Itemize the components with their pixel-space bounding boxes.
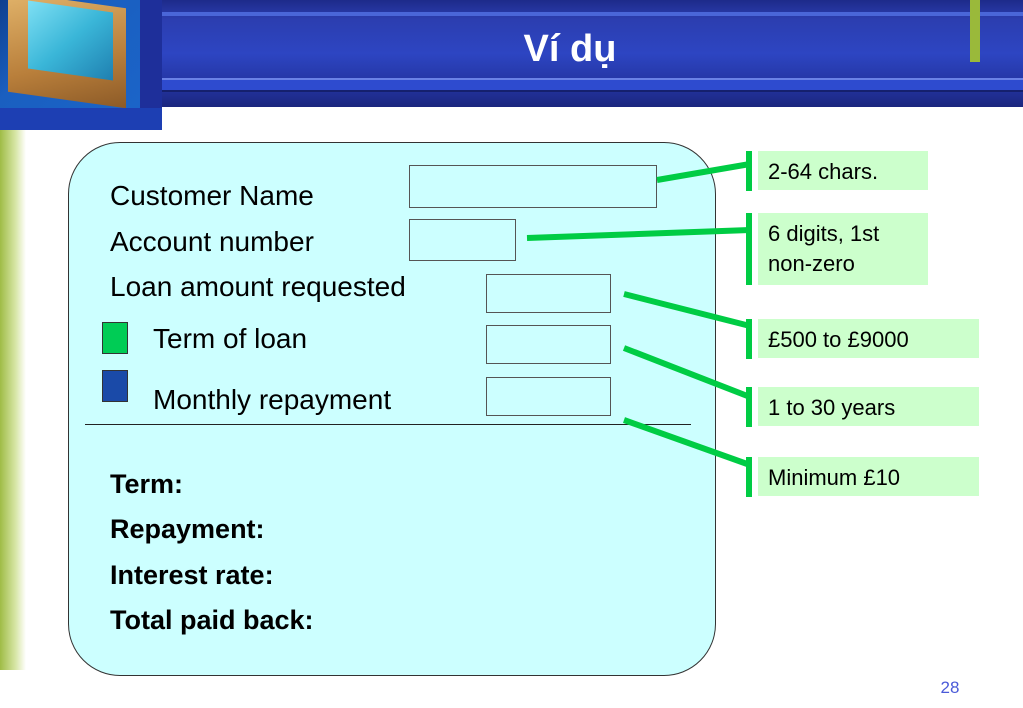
header-stripe — [162, 90, 1023, 92]
note-account-number: 6 digits, 1st non-zero — [758, 213, 928, 285]
note-repayment: Minimum £10 — [758, 457, 979, 496]
connector-line — [526, 227, 751, 241]
interest-rate-output-label: Interest rate: — [110, 560, 274, 590]
connector-line — [622, 417, 752, 468]
term-button[interactable] — [102, 322, 128, 354]
term-of-loan-label: Term of loan — [153, 323, 308, 354]
account-number-label: Account number — [110, 226, 314, 257]
customer-name-input[interactable] — [409, 165, 657, 208]
customer-name-label: Customer Name — [110, 180, 314, 211]
term-output-label: Term: — [110, 469, 184, 499]
computer-monitor-icon — [0, 0, 162, 130]
note-account-number-line2: non-zero — [768, 251, 855, 276]
connector-line — [656, 161, 751, 183]
loan-amount-input[interactable] — [486, 274, 611, 313]
account-number-input[interactable] — [409, 219, 516, 261]
connector-line — [623, 291, 751, 329]
note-accent-bar — [746, 387, 752, 427]
loan-amount-label: Loan amount requested — [110, 271, 406, 302]
monthly-repayment-input[interactable] — [486, 377, 611, 416]
note-accent-bar — [746, 213, 752, 285]
note-accent-bar — [746, 457, 752, 497]
header-accent-bar — [970, 0, 980, 62]
note-term: 1 to 30 years — [758, 387, 979, 426]
slide-title: Ví dụ — [523, 28, 617, 70]
header-stripe — [162, 80, 1023, 90]
connector-line — [622, 345, 752, 400]
header-stripe — [162, 12, 1023, 16]
form-divider — [85, 424, 691, 425]
left-accent-gradient — [0, 130, 26, 670]
note-accent-bar — [746, 151, 752, 191]
total-paid-back-output-label: Total paid back: — [110, 605, 314, 635]
note-account-number-line1: 6 digits, 1st — [768, 221, 880, 246]
header-stripe — [162, 78, 1023, 80]
page-number: 28 — [940, 678, 960, 697]
note-customer-name: 2-64 chars. — [758, 151, 928, 190]
repayment-button[interactable] — [102, 370, 128, 402]
note-loan-amount: £500 to £9000 — [758, 319, 979, 358]
term-of-loan-input[interactable] — [486, 325, 611, 364]
repayment-output-label: Repayment: — [110, 514, 265, 544]
note-accent-bar — [746, 319, 752, 359]
monthly-repayment-label: Monthly repayment — [153, 384, 392, 415]
